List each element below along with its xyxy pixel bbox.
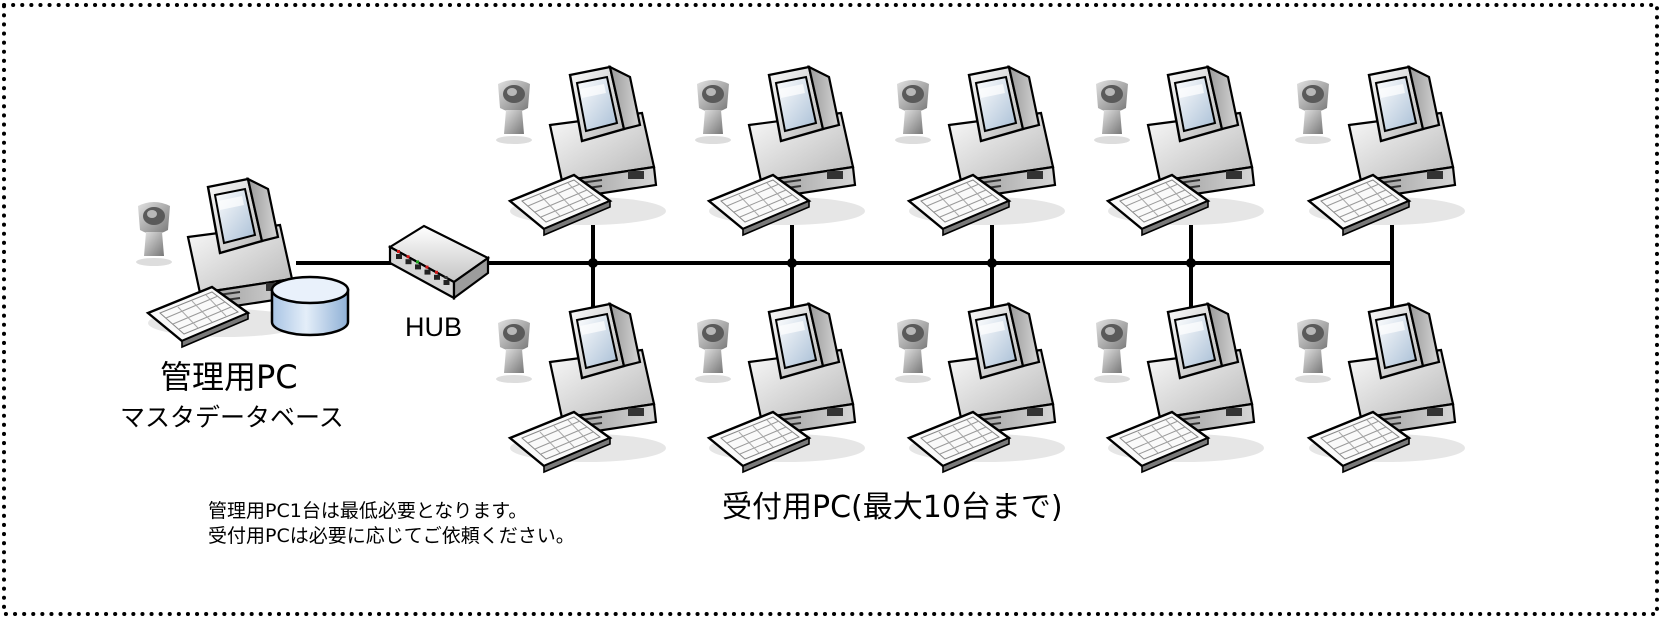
reception-pc-icon xyxy=(707,65,867,237)
reception-barcode-scanner-icon xyxy=(1094,80,1130,144)
reception-barcode-scanner-icon xyxy=(496,80,532,144)
reception-pc-icon xyxy=(1106,65,1266,237)
reception-pc-icon xyxy=(907,65,1067,237)
reception-barcode-scanner-icon xyxy=(1094,319,1130,383)
network-hub-icon xyxy=(387,224,491,301)
database-icon xyxy=(270,275,350,337)
dotted-frame xyxy=(2,3,1659,616)
reception-barcode-scanner-icon xyxy=(895,80,931,144)
reception-pc-icon xyxy=(508,65,668,237)
admin-pc-subtitle: マスタデータベース xyxy=(120,403,344,432)
reception-pc-icon xyxy=(907,302,1067,474)
admin-pc-title: 管理用PC xyxy=(160,358,298,396)
reception-barcode-scanner-icon xyxy=(695,319,731,383)
reception-barcode-scanner-icon xyxy=(1295,319,1331,383)
cable-junction xyxy=(1186,258,1196,268)
cable-junction xyxy=(987,258,997,268)
reception-barcode-scanner-icon xyxy=(496,319,532,383)
reception-pc-icon xyxy=(1307,302,1467,474)
note-admin-required: 管理用PC1台は最低必要となります。 xyxy=(208,500,528,522)
reception-barcode-scanner-icon xyxy=(695,80,731,144)
reception-pc-icon xyxy=(1106,302,1266,474)
reception-pc-icon xyxy=(707,302,867,474)
reception-barcode-scanner-icon xyxy=(1295,80,1331,144)
hub-label: HUB xyxy=(405,312,463,342)
reception-pc-caption: 受付用PC(最大10台まで) xyxy=(722,490,1063,525)
reception-pc-icon xyxy=(1307,65,1467,237)
cable-junction xyxy=(787,258,797,268)
admin-barcode-scanner-icon xyxy=(136,202,172,266)
reception-barcode-scanner-icon xyxy=(895,319,931,383)
cable-junction xyxy=(588,258,598,268)
reception-pc-icon xyxy=(508,302,668,474)
note-reception-optional: 受付用PCは必要に応じてご依頼ください。 xyxy=(208,525,575,547)
